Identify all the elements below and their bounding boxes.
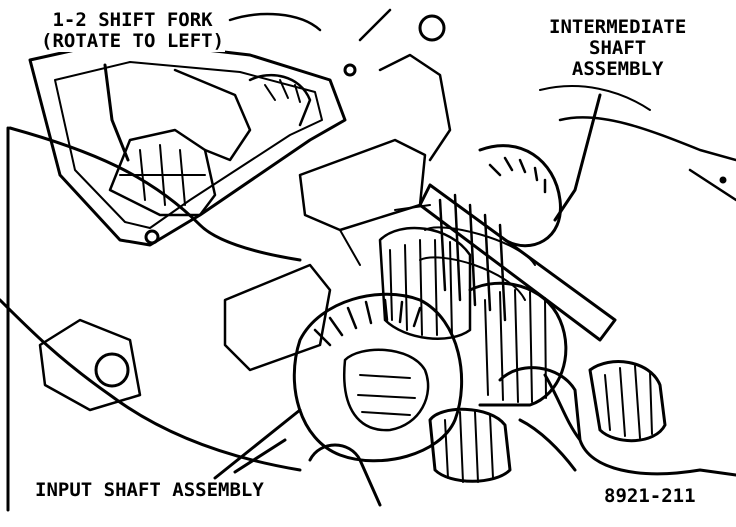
case-pocket [223,263,332,372]
figure-number: 8921-211 [603,485,697,507]
case-pocket [38,318,142,412]
intermediate-shaft [418,183,617,342]
bolt-hole [418,14,446,42]
output-spline [588,360,667,443]
leader-input-b [233,438,287,474]
case-pocket [298,138,427,232]
gear-cluster [292,292,464,463]
leader-intermediate [553,93,602,222]
case-outline [0,126,302,512]
intermediate-callout-line2: SHAFT [589,37,647,59]
input-shaft-callout: INPUT SHAFT ASSEMBLY [34,479,265,501]
leader-input-a [213,408,302,480]
shift-fork-callout-line1: 1-2 SHIFT FORK [52,9,213,31]
intermediate-callout-line3: ASSEMBLY [571,58,664,80]
shift-fork [108,128,217,217]
hand [498,366,736,477]
input-spline [428,407,512,483]
shift-fork-callout-line2: (ROTATE TO LEFT) [41,30,225,52]
shift-fork-callout: 1-2 SHIFT FORK (ROTATE TO LEFT) [40,9,226,52]
bolt-hole [343,63,357,77]
bolt-hole [144,229,160,245]
intermediate-shaft-callout: INTERMEDIATE SHAFT ASSEMBLY [548,16,688,80]
intermediate-callout-line1: INTERMEDIATE [549,16,687,38]
case-flange-inner [54,61,323,229]
leader-shift-fork [103,63,130,162]
bolt-hole [94,352,130,388]
